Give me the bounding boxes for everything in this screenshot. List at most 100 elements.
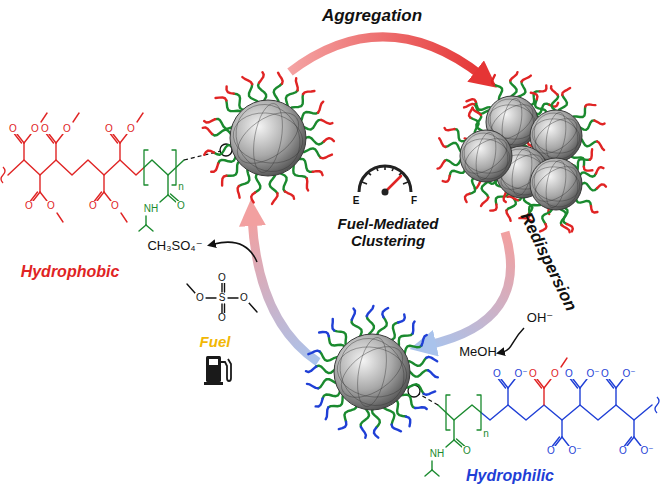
bond-line <box>572 107 585 118</box>
bond-line <box>211 164 218 172</box>
bond-line <box>296 78 298 90</box>
text-label: Hydrophobic <box>21 263 120 281</box>
text-label: CH₃SO₄⁻ <box>147 239 202 253</box>
bond-line <box>432 470 439 476</box>
bond-line <box>167 175 168 195</box>
bond-line <box>313 171 323 175</box>
atom-label: NH <box>143 204 159 214</box>
bond-line <box>559 208 566 225</box>
bond-line <box>372 408 380 428</box>
bond-line <box>579 388 580 405</box>
bond-line <box>571 379 578 388</box>
text-label: Fuel <box>200 334 231 351</box>
bond-line <box>224 304 225 313</box>
bond-line <box>580 138 597 147</box>
bond-line <box>249 303 257 312</box>
bond-line <box>289 94 303 109</box>
bond-line <box>272 193 277 204</box>
bond-line <box>516 82 525 99</box>
bond-line <box>481 197 488 205</box>
bond-line <box>144 150 148 185</box>
chemical-structures <box>1 113 659 476</box>
bond-line <box>204 151 214 155</box>
core-mesh <box>332 336 411 407</box>
bond-line <box>104 192 111 201</box>
bond-line <box>221 283 222 292</box>
bond-line <box>73 113 79 122</box>
bond-line <box>580 379 587 388</box>
text-label: F <box>411 195 417 206</box>
bond-line <box>585 104 595 106</box>
bond-line <box>551 86 557 94</box>
bond-line <box>481 405 652 420</box>
atom-label: O <box>195 293 205 303</box>
bond-line <box>146 225 153 231</box>
bond-line <box>597 184 606 188</box>
bond-line <box>383 406 394 424</box>
bond-line <box>576 197 591 206</box>
bond-line <box>466 99 475 102</box>
atom-label: O⁻ <box>639 446 654 456</box>
bond-line <box>332 319 334 331</box>
bond-line <box>431 461 432 470</box>
bond-line <box>326 407 329 419</box>
bond-line <box>446 395 450 430</box>
atom-label: S <box>218 293 227 303</box>
aggregation-arrow <box>290 37 482 76</box>
atom-label: O <box>30 124 40 134</box>
bond-line <box>426 357 437 361</box>
atom-label: O <box>618 446 628 456</box>
bond-line <box>529 91 540 104</box>
atom-label: O⁻ <box>567 446 582 456</box>
bond-line <box>399 395 415 408</box>
text-label: Fuel-Mediated Clustering <box>322 216 454 249</box>
bond-line <box>551 95 558 112</box>
bond-line <box>8 160 144 175</box>
chain-end <box>1 167 5 183</box>
bond-line <box>222 176 226 186</box>
bond-line <box>562 225 570 232</box>
zoom-leader <box>419 394 438 405</box>
fuel-gauge <box>359 165 411 196</box>
bond-line <box>293 164 307 179</box>
bond-line <box>238 186 240 198</box>
bond-line <box>496 192 508 205</box>
atom-label: O <box>62 124 72 134</box>
bond-line <box>367 306 374 316</box>
bond-line <box>594 120 604 124</box>
core-mesh <box>529 160 583 209</box>
bond-line <box>522 76 531 82</box>
bond-line <box>558 95 567 112</box>
bond-line <box>308 351 319 355</box>
bond-line <box>446 440 454 447</box>
bond-line <box>228 297 238 298</box>
fuel-arrow <box>252 218 318 362</box>
bond-line <box>473 108 481 115</box>
bond-line <box>234 94 246 110</box>
bond-line <box>367 316 374 336</box>
atom-label: O <box>88 201 98 211</box>
bond-line <box>490 204 496 210</box>
bond-line <box>303 91 314 94</box>
bond-line <box>450 168 466 176</box>
bond-line <box>445 128 455 130</box>
bond-line <box>596 167 603 173</box>
bond-line <box>227 87 234 94</box>
bond-line <box>543 388 544 405</box>
bond-line <box>285 191 294 198</box>
bond-line <box>531 93 538 100</box>
bond-line <box>535 379 542 388</box>
bond-line <box>561 420 562 437</box>
atom-label: O <box>528 369 538 379</box>
atom-label: O <box>8 124 18 134</box>
atom-label: O⁻ <box>585 369 600 379</box>
bond-line <box>24 134 31 143</box>
bond-line <box>258 83 266 103</box>
bond-line <box>439 138 445 147</box>
bond-line <box>137 113 143 122</box>
text-label: MeOH <box>459 345 497 359</box>
bond-line <box>55 143 56 160</box>
bond-line <box>204 119 215 122</box>
bond-line <box>437 161 444 169</box>
core-mesh <box>525 152 587 215</box>
